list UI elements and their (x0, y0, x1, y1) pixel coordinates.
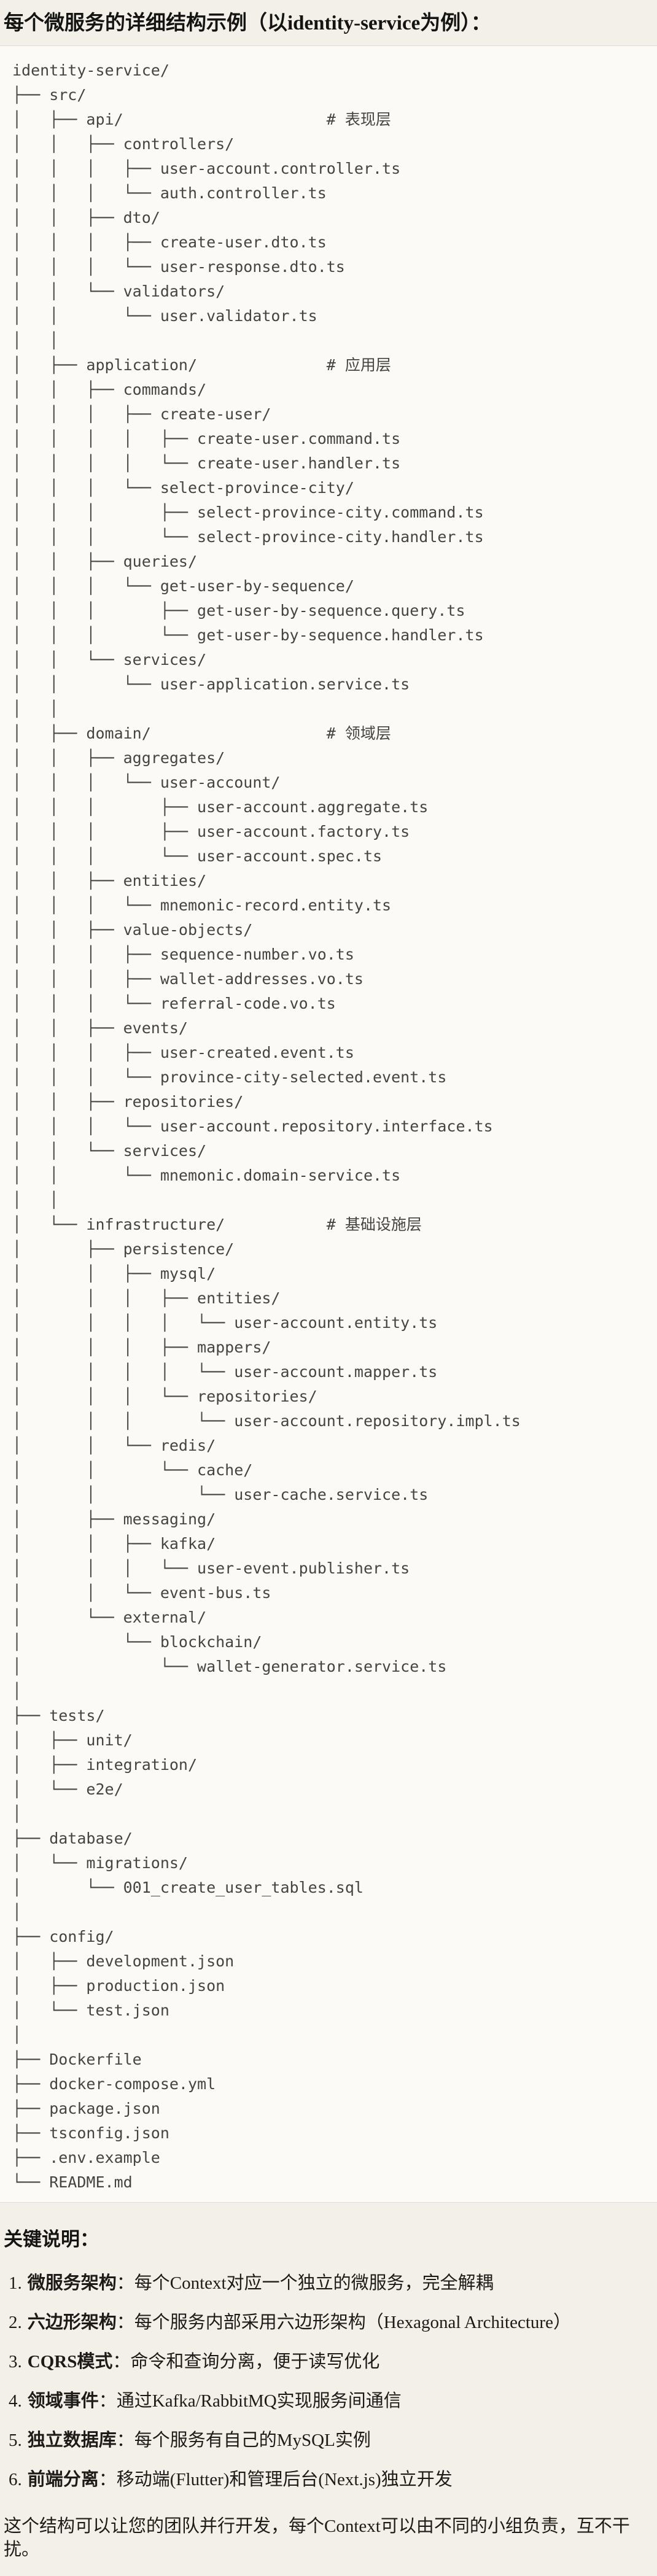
note-item-3: 3.CQRS模式：命令和查询分离，便于读写优化 (9, 2353, 651, 2371)
code-block: identity-service/ ├── src/ │ ├── api/ # … (0, 45, 657, 2203)
note-term: 六边形架构 (27, 2313, 117, 2332)
note-number: 4. (9, 2391, 22, 2411)
note-text: ：每个Context对应一个独立的微服务，完全解耦 (116, 2273, 494, 2293)
note-term: 前端分离 (27, 2470, 99, 2489)
notes-heading: 关键说明： (4, 2229, 99, 2250)
note-term: 微服务架构 (27, 2273, 117, 2293)
note-text: ：每个服务有自己的MySQL实例 (116, 2431, 371, 2450)
note-text: ：通过Kafka/RabbitMQ实现服务间通信 (98, 2391, 402, 2411)
note-number: 3. (9, 2352, 22, 2372)
note-number: 5. (9, 2431, 22, 2450)
note-text: ：移动端(Flutter)和管理后台(Next.js)独立开发 (98, 2470, 453, 2489)
note-number: 1. (9, 2273, 22, 2293)
page-title: 每个微服务的详细结构示例（以identity-service为例）： (4, 12, 491, 34)
notes-section: 关键说明： 1.微服务架构：每个Context对应一个独立的微服务，完全解耦 2… (0, 2227, 657, 2576)
directory-tree: identity-service/ ├── src/ │ ├── api/ # … (12, 61, 521, 2191)
note-number: 2. (9, 2313, 22, 2332)
note-term: 领域事件 (27, 2391, 99, 2411)
note-item-6: 6. 前端分离：移动端(Flutter)和管理后台(Next.js)独立开发 (9, 2470, 651, 2489)
note-item-2: 2. 六边形架构：每个服务内部采用六边形架构（Hexagonal Architec… (9, 2313, 651, 2332)
note-number: 6. (9, 2470, 22, 2489)
note-item-4: 4.领域事件：通过Kafka/RabbitMQ实现服务间通信 (9, 2392, 651, 2410)
note-text: ：命令和查询分离，便于读写优化 (112, 2352, 380, 2372)
closing-paragraph: 这个结构可以让您的团队并行开发，每个Context可以由不同的小组负责，互不干扰… (4, 2516, 630, 2559)
note-item-1: 1.微服务架构：每个Context对应一个独立的微服务，完全解耦 (9, 2274, 651, 2292)
note-term: CQRS模式 (27, 2352, 113, 2372)
note-text: ：每个服务内部采用六边形架构（Hexagonal Architecture） (116, 2313, 571, 2332)
note-term: 独立数据库 (27, 2431, 117, 2450)
note-item-5: 5. 独立数据库：每个服务有自己的MySQL实例 (9, 2431, 651, 2450)
